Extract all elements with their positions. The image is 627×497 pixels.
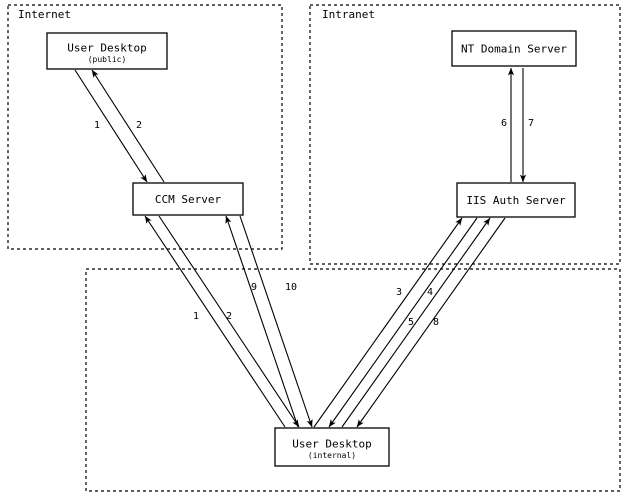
node-title-nt-domain-server: NT Domain Server [461,43,567,56]
step-label-6-iis-auth-server: 6 [501,118,507,129]
step-label-1-user-desktop-internal: 1 [193,311,199,322]
zone-border-internet [7,4,283,250]
node-box-user-desktop-internal[interactable] [274,427,390,467]
flow-arrow-8-iis-auth-server-to-user-desktop-internal [356,217,506,428]
flow-arrow-2-ccm-server-to-user-desktop-public [91,69,165,183]
zone-border-intranet [309,4,621,265]
node-ccm-server[interactable]: CCM Server [132,182,244,216]
node-box-nt-domain-server[interactable] [451,30,577,67]
step-number-labels: 1 2 3 4 5 6 7 8 9 10 1 2 [94,118,534,328]
flow-arrow-10-ccm-server-to-user-desktop-internal [239,215,313,428]
node-box-ccm-server[interactable] [132,182,244,216]
step-label-5-user-desktop-internal: 5 [408,317,414,328]
flow-arrow-1-user-desktop-public-to-ccm-server [74,69,148,183]
step-label-10-ccm-server: 10 [285,282,297,293]
zone-intranet: Intranet [309,4,621,265]
zone-internet: Internet [7,4,283,250]
node-subtitle-user-desktop-internal: (internal) [308,451,356,460]
node-user-desktop-public[interactable]: User Desktop(public) [46,32,168,70]
zone-border-internal-lan [85,268,621,492]
step-label-3-user-desktop-internal: 3 [396,287,402,298]
step-label-4-iis-auth-server: 4 [427,287,433,298]
flow-arrow-4-iis-auth-server-to-user-desktop-internal [328,217,478,428]
step-label-1-user-desktop-public: 1 [94,120,100,131]
zone-label-internet: Internet [18,8,71,21]
node-nt-domain-server[interactable]: NT Domain Server [451,30,577,67]
step-label-8-iis-auth-server: 8 [433,317,439,328]
flow-arrow-9-user-desktop-internal-to-ccm-server [225,215,299,428]
node-title-user-desktop-internal: User Desktop [292,438,371,451]
node-iis-auth-server[interactable]: IIS Auth Server [456,182,576,218]
flow-arrow-5-user-desktop-internal-to-iis-auth-server [341,217,491,428]
flow-arrows [74,67,527,428]
step-label-2-ccm-server: 2 [136,120,142,131]
step-label-2-ccm-server: 2 [226,311,232,322]
node-title-iis-auth-server: IIS Auth Server [466,194,566,207]
node-subtitle-user-desktop-public: (public) [88,55,127,64]
node-title-ccm-server: CCM Server [155,193,222,206]
node-user-desktop-internal[interactable]: User Desktop(internal) [274,427,390,467]
zone-internal-lan [85,268,621,492]
node-title-user-desktop-public: User Desktop [67,42,146,55]
step-label-7-nt-domain-server: 7 [528,118,534,129]
zone-label-intranet: Intranet [322,8,375,21]
flow-arrow-2-ccm-server-to-user-desktop-internal [158,215,300,428]
node-box-iis-auth-server[interactable] [456,182,576,218]
flow-arrow-1-user-desktop-internal-to-ccm-server [144,215,286,428]
step-label-9-user-desktop-internal: 9 [251,282,257,293]
zone-boundaries: Internet Intranet [7,4,621,492]
node-box-user-desktop-public[interactable] [46,32,168,70]
flow-arrow-3-user-desktop-internal-to-iis-auth-server [313,217,463,428]
